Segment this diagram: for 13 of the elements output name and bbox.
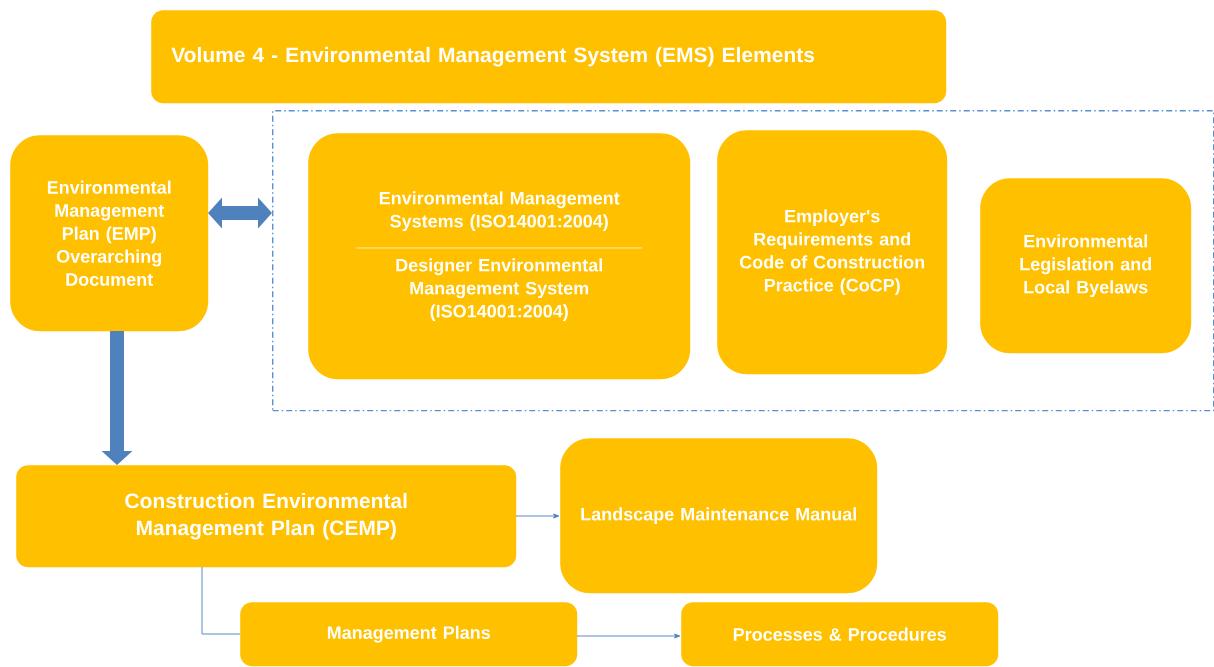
rounded-box: Management Plans: [240, 602, 578, 667]
arrow: [576, 633, 681, 639]
rounded-box: Environmental Management Systems (ISO14001:2004) Designer Environmental Management System (ISO14001:2004): [308, 133, 691, 380]
rounded-box: Employer's Requirements and Code of Construction Practice (CoCP): [717, 130, 948, 375]
rounded-box: Environmental Legislation and Local Byelaws: [980, 178, 1192, 354]
arrow: [515, 513, 560, 519]
block-arrow: [208, 197, 272, 229]
connector-line: [201, 566, 241, 635]
title-box: Volume 4 - Environmental Management System (EMS) Elements: [151, 10, 947, 104]
rounded-box: Landscape Maintenance Manual: [560, 438, 878, 594]
rounded-box: Processes & Procedures: [681, 602, 999, 667]
rounded-box: Environmental Management Plan (EMP) Overarching Document: [10, 135, 209, 332]
rounded-box: Construction Environmental Management Plan (CEMP): [16, 465, 517, 568]
